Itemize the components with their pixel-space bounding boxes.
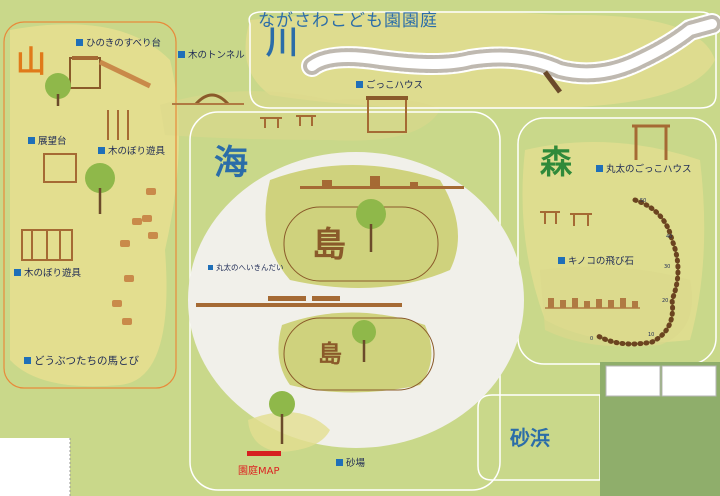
marker-icon bbox=[98, 147, 105, 154]
marker-icon bbox=[178, 51, 185, 58]
label-goko-house: ごっこハウス bbox=[356, 80, 423, 91]
label-log-house: 丸太のごっこハウス bbox=[596, 164, 692, 175]
path-number-10: 10 bbox=[648, 332, 655, 338]
area-beach: 砂浜 bbox=[510, 426, 550, 450]
label-mushroom-stones: キノコの飛び石 bbox=[558, 256, 634, 267]
label-climbing-1: 木のぼり遊具 bbox=[98, 146, 165, 157]
legend-label: 園庭MAP bbox=[238, 466, 280, 477]
marker-icon bbox=[356, 81, 363, 88]
area-forest: 森 bbox=[540, 143, 573, 181]
label-animal-horses: どうぶつたちの馬とび bbox=[24, 356, 139, 367]
marker-icon bbox=[558, 257, 565, 264]
area-mountain: 山 bbox=[16, 45, 46, 80]
path-number-30: 30 bbox=[664, 264, 671, 270]
label-slide: ひのきのすべり台 bbox=[76, 38, 161, 49]
page-title: ながさわこども園園庭 bbox=[258, 11, 438, 31]
marker-icon bbox=[596, 165, 603, 172]
marker-icon bbox=[28, 137, 35, 144]
label-log-beam: 丸太のへいきんだい bbox=[208, 262, 284, 273]
area-island-large: 島 bbox=[312, 225, 346, 265]
marker-icon bbox=[208, 265, 213, 270]
label-lookout: 展望台 bbox=[28, 136, 67, 147]
legend-bar bbox=[247, 451, 281, 456]
area-island-small: 島 bbox=[318, 339, 342, 368]
marker-icon bbox=[24, 357, 31, 364]
area-sea: 海 bbox=[214, 143, 248, 183]
label-climbing-2: 木のぼり遊具 bbox=[14, 268, 81, 279]
label-tunnel: 木のトンネル bbox=[178, 50, 245, 61]
label-sandbox: 砂場 bbox=[336, 458, 365, 469]
marker-icon bbox=[14, 269, 21, 276]
path-number-50: 50 bbox=[640, 198, 647, 204]
path-number-0: 0 bbox=[590, 336, 594, 342]
marker-icon bbox=[336, 459, 343, 466]
path-number-20: 20 bbox=[662, 298, 669, 304]
path-number-40: 40 bbox=[666, 234, 673, 240]
marker-icon bbox=[76, 39, 83, 46]
area-river: 川 bbox=[266, 23, 299, 61]
